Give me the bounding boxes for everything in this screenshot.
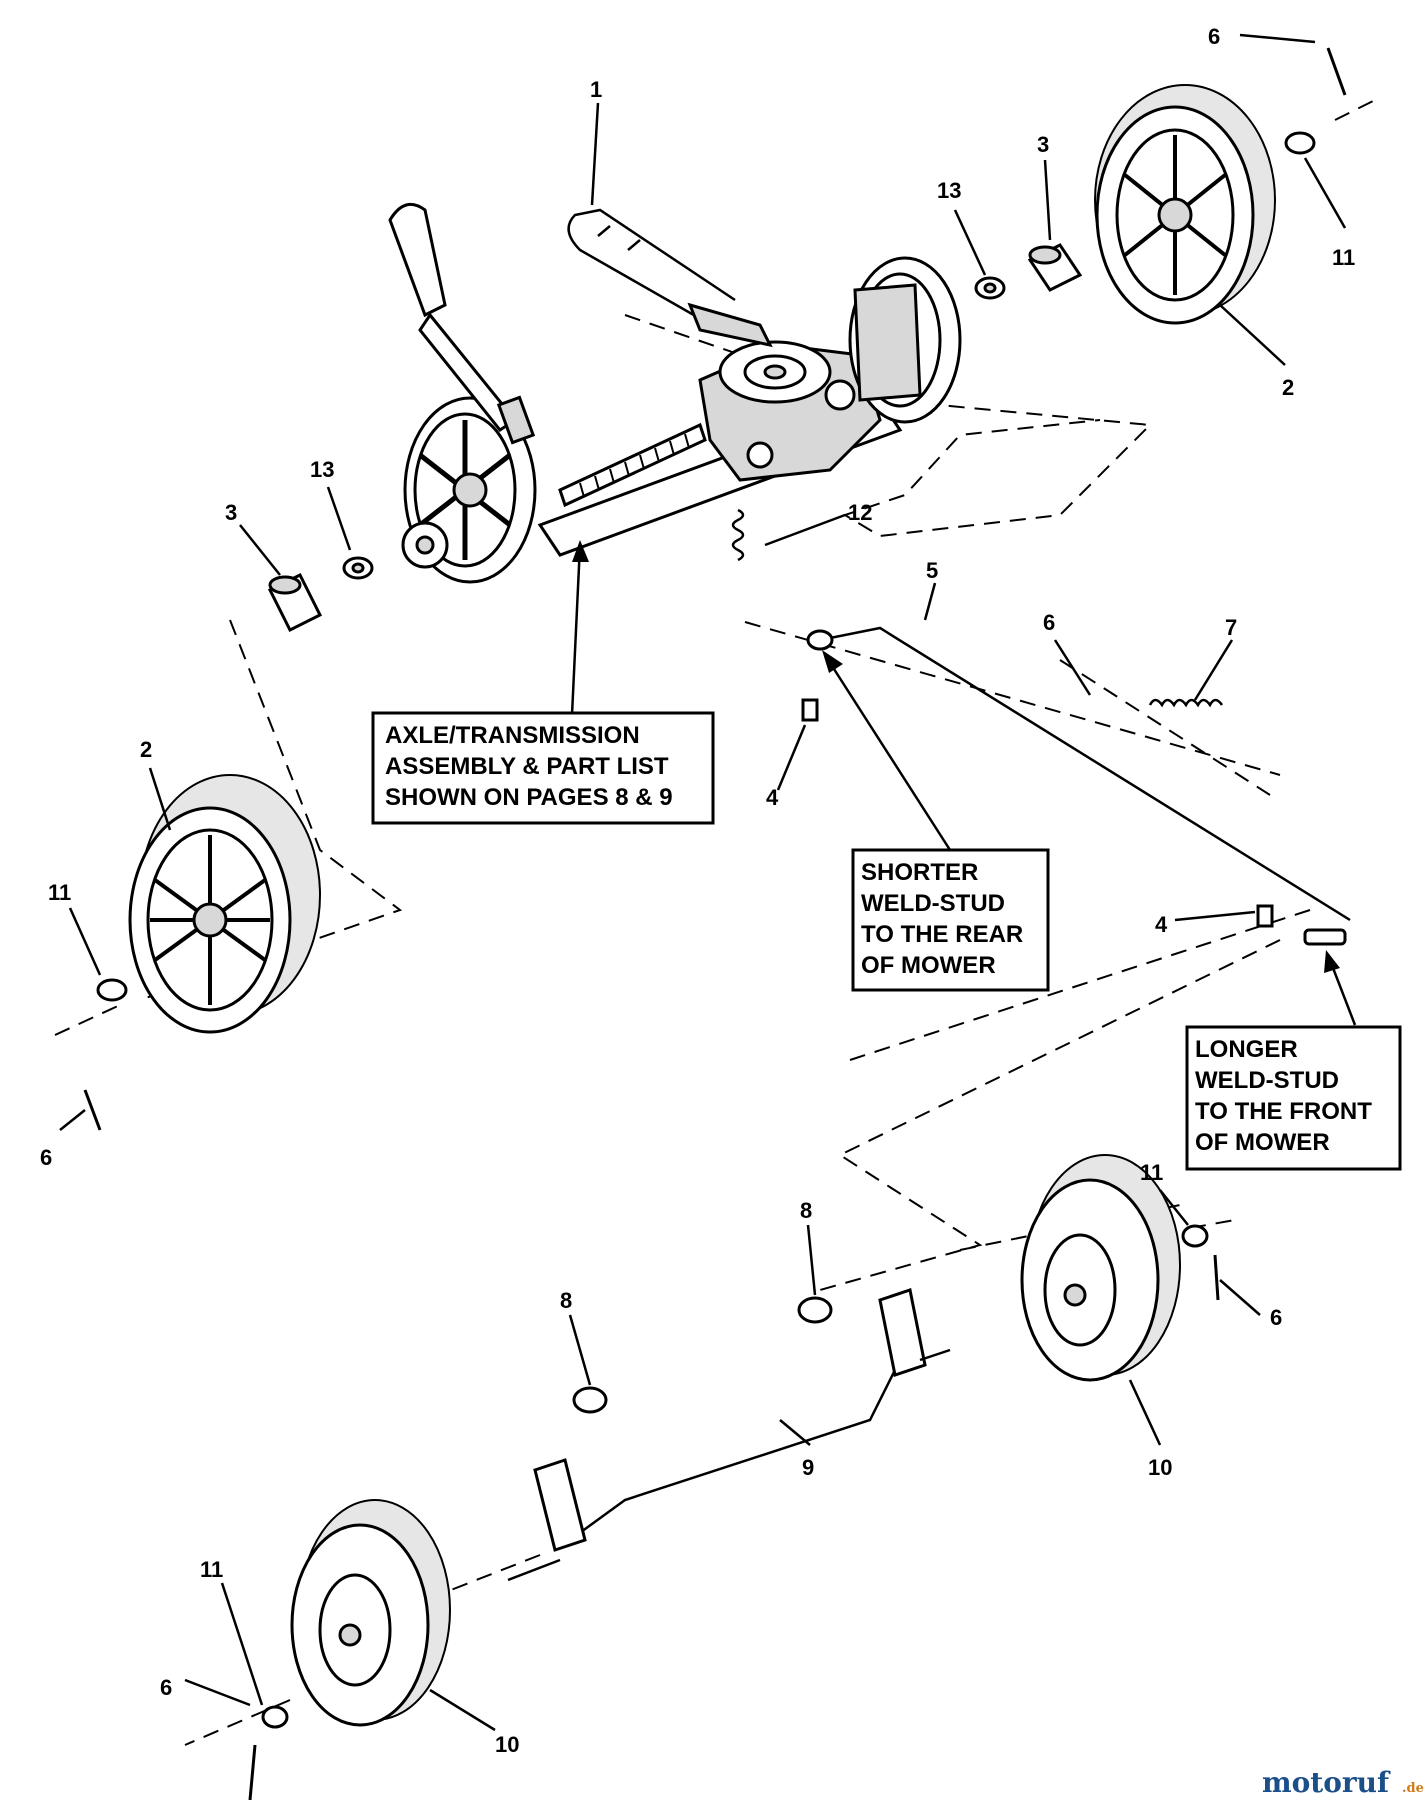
callout-11: 11	[1332, 245, 1355, 270]
callout-6: 6	[160, 1675, 172, 1700]
callout-6: 6	[1208, 24, 1220, 49]
watermark-logo: motoruf .de	[1262, 1766, 1424, 1799]
note-line: TO THE REAR	[861, 921, 1023, 948]
note-line: WELD-STUD	[1195, 1067, 1339, 1094]
note-line: TO THE FRONT	[1195, 1098, 1372, 1125]
callout-6: 6	[1043, 610, 1055, 635]
callout-11: 11	[1140, 1160, 1163, 1185]
note-axle-transmission: AXLE/TRANSMISSION ASSEMBLY & PART LIST S…	[371, 711, 715, 825]
note-longer-weld-stud: LONGER WELD-STUD TO THE FRONT OF MOWER	[1185, 1025, 1402, 1171]
callout-2: 2	[1282, 375, 1294, 400]
callout-13: 13	[310, 457, 334, 482]
callout-10: 10	[1148, 1455, 1172, 1480]
front-axle-assembly	[248, 1154, 1220, 1800]
note-line: ASSEMBLY & PART LIST	[385, 753, 669, 780]
callout-8: 8	[560, 1288, 572, 1313]
note-line: OF MOWER	[1195, 1129, 1330, 1156]
callout-3: 3	[225, 500, 237, 525]
note-line: SHOWN ON PAGES 8 & 9	[385, 784, 673, 811]
callout-2: 2	[140, 737, 152, 762]
callout-numbers: 1 6 3 13 11 2 13 3 12 5 6 7 4 2 11 6 4 1…	[40, 24, 1355, 1757]
callout-11: 11	[200, 1557, 223, 1582]
callout-5: 5	[926, 558, 938, 583]
rear-wheel-left	[128, 774, 321, 1034]
callout-12: 12	[848, 500, 872, 525]
callout-7: 7	[1225, 615, 1237, 640]
callout-6: 6	[1270, 1305, 1282, 1330]
note-line: LONGER	[1195, 1036, 1298, 1063]
rear-wheel-right	[1094, 84, 1276, 325]
callout-1: 1	[590, 77, 602, 102]
callout-4: 4	[766, 785, 779, 810]
callout-9: 9	[802, 1455, 814, 1480]
callout-3: 3	[1037, 132, 1049, 157]
callout-10: 10	[495, 1732, 519, 1757]
callout-8: 8	[800, 1198, 812, 1223]
callout-11: 11	[48, 880, 71, 905]
leader-lines	[59, 33, 1357, 1732]
callout-4: 4	[1155, 912, 1168, 937]
callout-6: 6	[40, 1145, 52, 1170]
watermark-brand: motoruf	[1262, 1766, 1391, 1799]
callout-13: 13	[937, 178, 961, 203]
axle-transmission-assembly	[388, 202, 962, 584]
note-line: WELD-STUD	[861, 890, 1005, 917]
watermark-suffix: .de	[1402, 1781, 1424, 1796]
note-line: OF MOWER	[861, 952, 996, 979]
note-shorter-weld-stud: SHORTER WELD-STUD TO THE REAR OF MOWER	[851, 848, 1050, 992]
note-line: AXLE/TRANSMISSION	[385, 722, 640, 749]
upper-hardware	[83, 47, 1351, 1131]
note-line: SHORTER	[861, 859, 978, 886]
